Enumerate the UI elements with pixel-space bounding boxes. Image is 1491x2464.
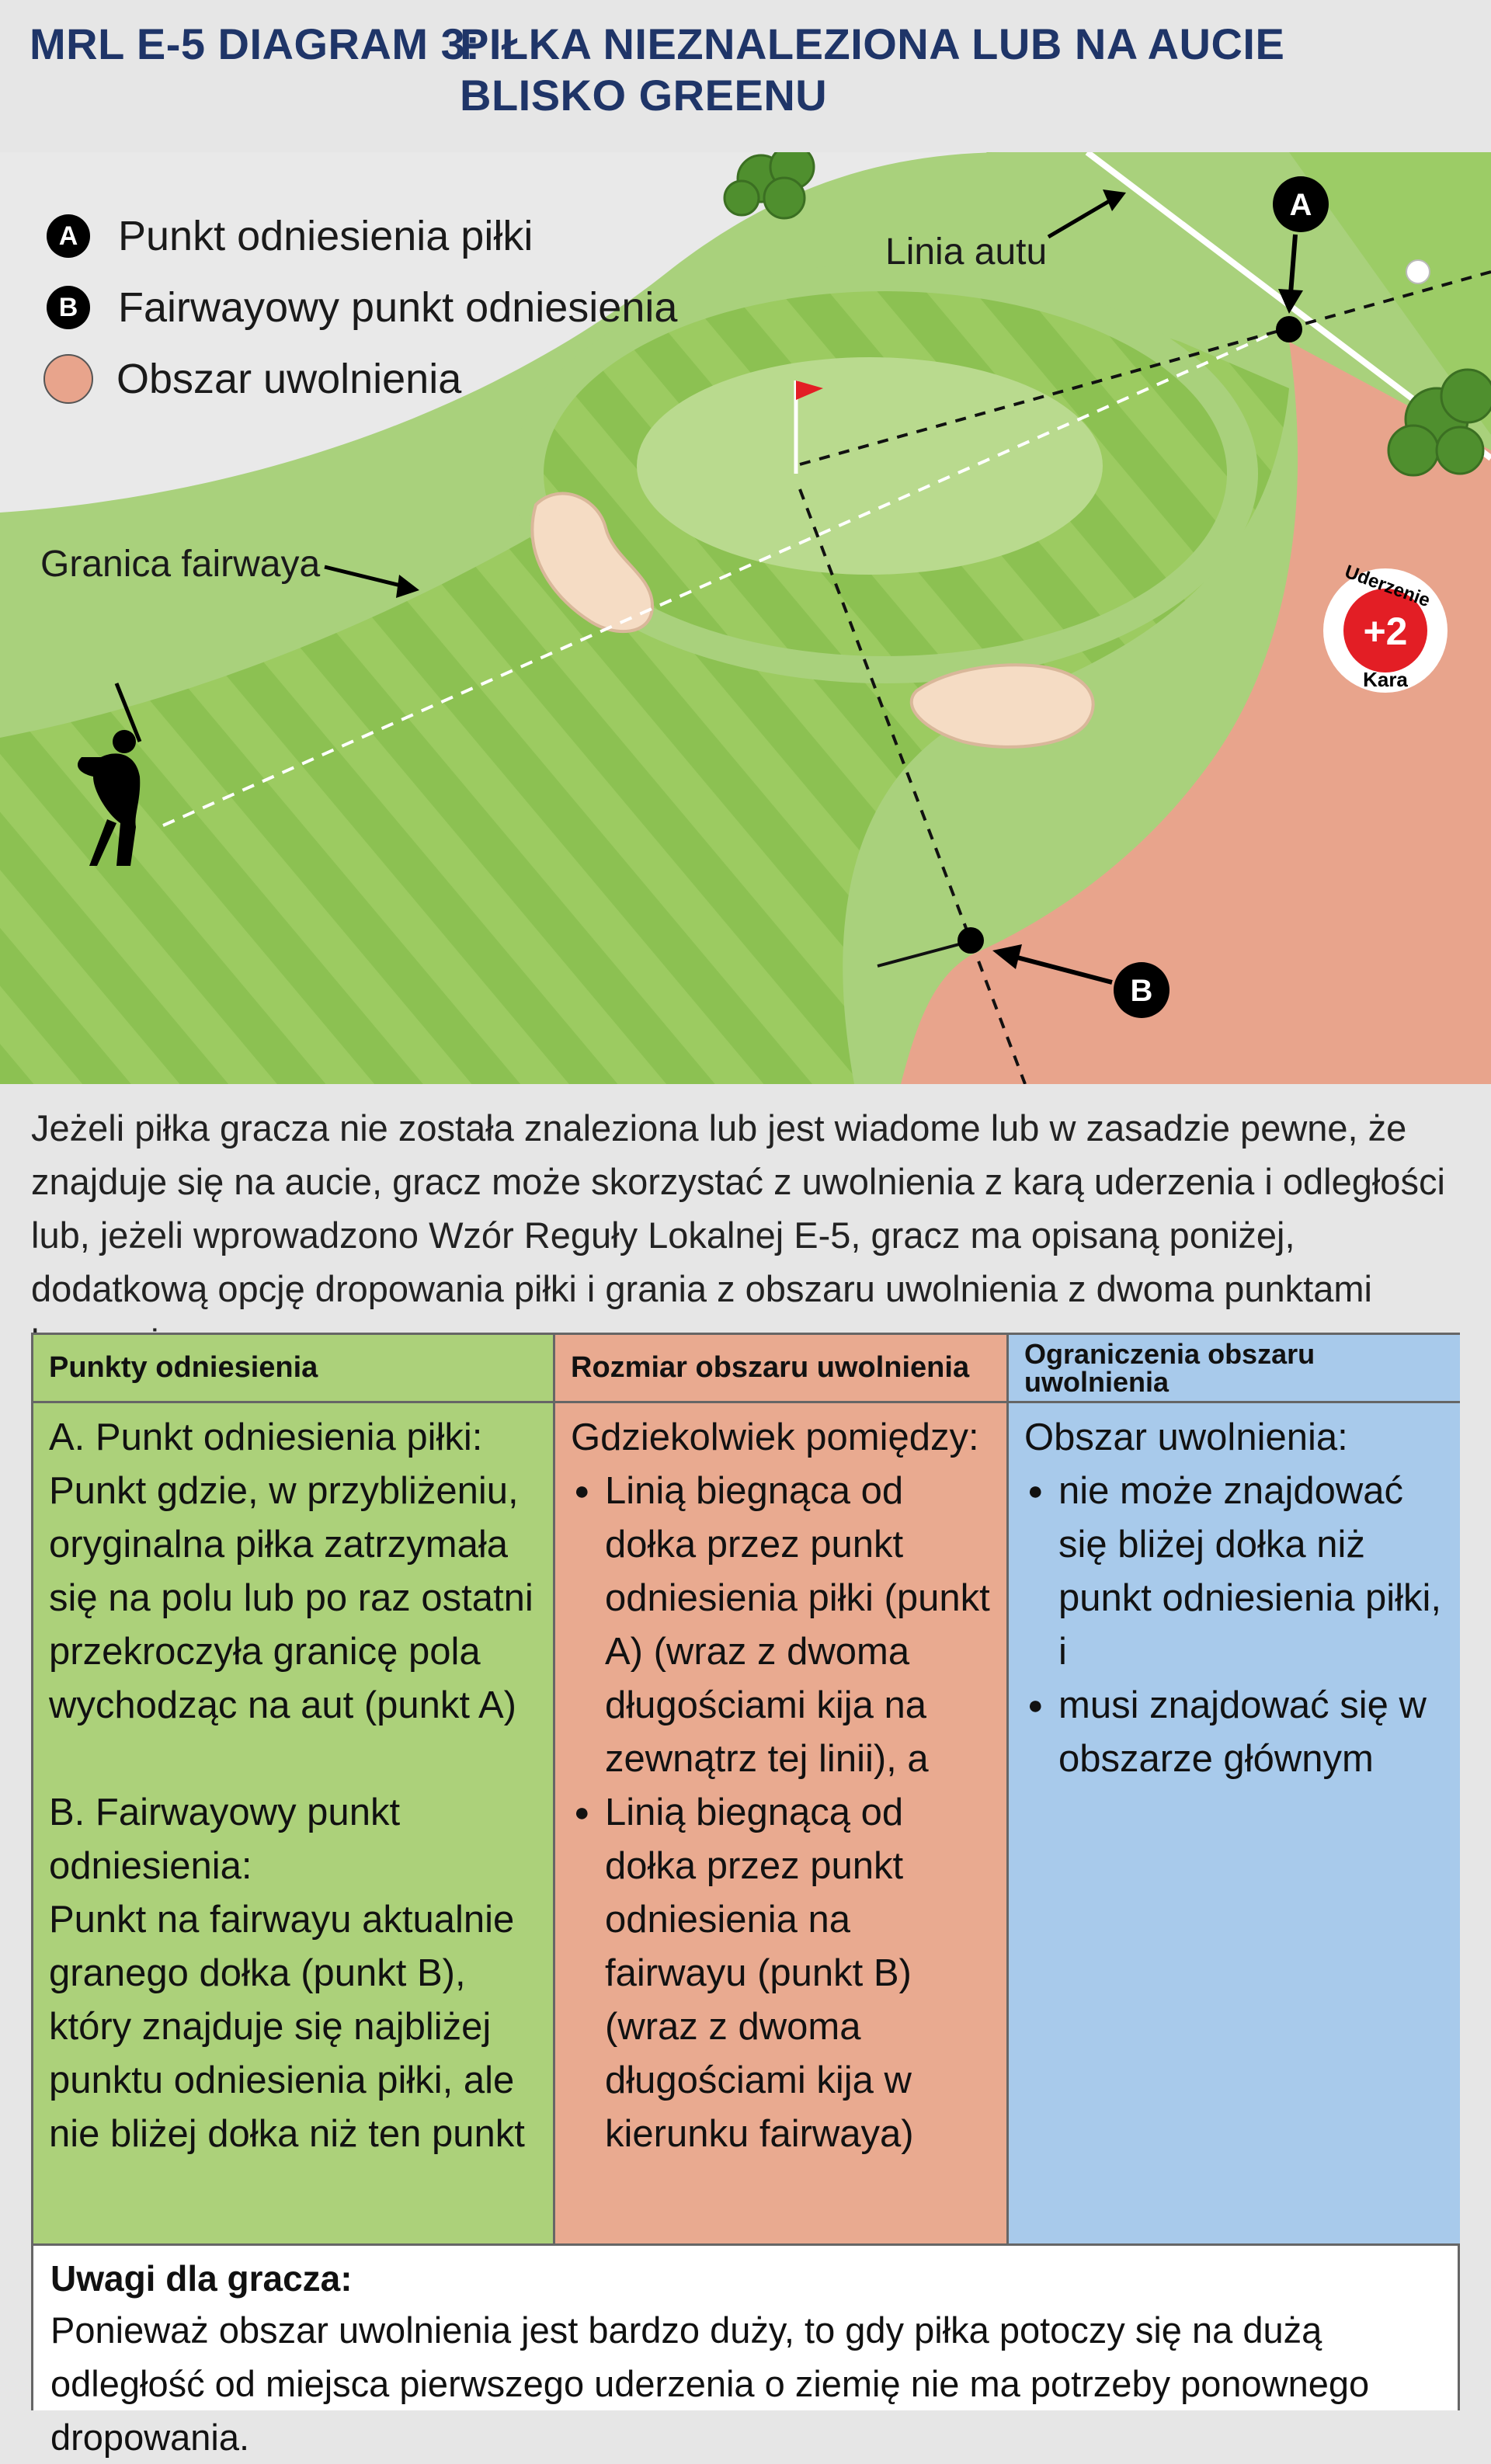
arrow-oob (1047, 198, 1112, 239)
penalty-value: +2 (1363, 610, 1407, 653)
bunker-left (530, 492, 655, 634)
flag-icon (796, 381, 823, 400)
ref-a-text: Punkt gdzie, w przybliżeniu, oryginalna … (49, 1470, 533, 1726)
diagram-code: MRL E-5 DIAGRAM 3: (30, 19, 481, 68)
club-lengths-b (877, 940, 971, 968)
badge-a (1273, 176, 1329, 232)
relief-limits-intro: Obszar uwolnienia: (1024, 1416, 1348, 1458)
penalty-bottom-text: Kara (1363, 668, 1408, 691)
body-relief-limits: Obszar uwolnienia: nie może znajdować si… (1009, 1403, 1460, 1786)
body-reference-points: A. Punkt odniesienia piłki: Punkt gdzie,… (33, 1403, 553, 2161)
arrow-fairway-head (396, 575, 419, 598)
page-title: PIŁKA NIEZNALEZIONA LUB NA AUCIE BLISKO … (460, 19, 1284, 121)
legend-badge-a: A (47, 214, 90, 258)
arrow-oob-head (1103, 189, 1126, 211)
legend-swatch-relief (43, 354, 93, 404)
legend-label-a: Punkt odniesienia piłki (118, 213, 533, 259)
penalty-badge-inner (1343, 589, 1427, 672)
arrow-b-head (992, 944, 1022, 969)
relief-area (901, 342, 1491, 1084)
ref-b-title: B. Fairwayowy punkt odniesienia: (49, 1792, 401, 1887)
legend: A Punkt odniesienia piłki B Fairwayowy p… (43, 200, 677, 415)
relief-size-intro: Gdziekolwiek pomiędzy: (571, 1416, 979, 1458)
column-reference-points: Punkty odniesienia A. Punkt odniesienia … (33, 1335, 555, 2243)
intro-text: Jeżeli piłka gracza nie została znalezio… (31, 1107, 1445, 1363)
tree-right-icon (1387, 368, 1491, 477)
notes-text: Ponieważ obszar uwolnienia jest bardzo d… (50, 2309, 1370, 2458)
putting-green (637, 357, 1103, 575)
header-reference-points: Punkty odniesienia (33, 1335, 553, 1403)
arrow-a (1288, 234, 1298, 294)
rule-table: Punkty odniesienia A. Punkt odniesienia … (31, 1333, 1460, 2458)
list-item: nie może znajdować się bliżej dołka niż … (1024, 1465, 1444, 1679)
ref-b-text: Punkt na fairwayu aktualnie granego dołk… (49, 1899, 525, 2155)
badge-a-letter: A (1290, 188, 1312, 222)
course-diagram: A B Linia autu Granica fairwaya (0, 152, 1491, 1084)
legend-badge-b: B (47, 286, 90, 329)
out-of-bounds-label: Linia autu (885, 231, 1047, 273)
legend-item-relief: Obszar uwolnienia (43, 343, 677, 415)
arrow-a-head (1278, 289, 1303, 314)
reference-point-a (1276, 316, 1302, 342)
player-notes: Uwagi dla gracza: Ponieważ obszar uwolni… (33, 2243, 1458, 2458)
badge-b (1114, 962, 1170, 1018)
reference-point-b (958, 927, 984, 954)
legend-label-relief: Obszar uwolnienia (116, 356, 462, 402)
badge-b-letter: B (1131, 974, 1153, 1008)
line-hole-through-b (798, 488, 1027, 1084)
list-item: musi znajdować się w obszarze głównym (1024, 1679, 1444, 1786)
column-relief-size: Rozmiar obszaru uwolnienia Gdziekolwiek … (555, 1335, 1009, 2243)
header-relief-limits: Ograniczenia obszaru uwolnienia (1009, 1335, 1460, 1403)
body-relief-size: Gdziekolwiek pomiędzy: Linią biegnąca od… (555, 1403, 1006, 2161)
column-relief-limits: Ograniczenia obszaru uwolnienia Obszar u… (1009, 1335, 1460, 2243)
legend-label-b: Fairwayowy punkt odniesienia (118, 284, 678, 331)
golfer-icon (78, 683, 142, 866)
fairway-edge-label: Granica fairwaya (40, 544, 320, 585)
arrow-b (1017, 955, 1113, 985)
list-item: Linią biegnąca od dołka przez punkt odni… (571, 1465, 991, 1786)
legend-item-a: A Punkt odniesienia piłki (47, 200, 677, 272)
legend-item-b: B Fairwayowy punkt odniesienia (47, 272, 677, 343)
notes-title: Uwagi dla gracza: (50, 2258, 353, 2299)
bunker-right (909, 663, 1095, 749)
title-line-1: PIŁKA NIEZNALEZIONA LUB NA AUCIE (460, 19, 1285, 68)
tree-top-icon (723, 152, 815, 220)
header: MRL E-5 DIAGRAM 3: PIŁKA NIEZNALEZIONA L… (0, 0, 1491, 152)
spacer (49, 1732, 537, 1786)
list-item: Linią biegnącą od dołka przez punkt odni… (571, 1786, 991, 2161)
title-line-2: BLISKO GREENU (460, 71, 828, 120)
line-from-tee (162, 325, 1290, 827)
relief-limits-list: nie może znajdować się bliżej dołka niż … (1024, 1465, 1444, 1786)
golf-ball-icon (1406, 259, 1430, 284)
ref-a-title: A. Punkt odniesienia piłki: (49, 1416, 483, 1458)
arrow-fairway (324, 565, 405, 589)
relief-size-list: Linią biegnąca od dołka przez punkt odni… (571, 1465, 991, 2161)
header-relief-size: Rozmiar obszaru uwolnienia (555, 1335, 1006, 1403)
